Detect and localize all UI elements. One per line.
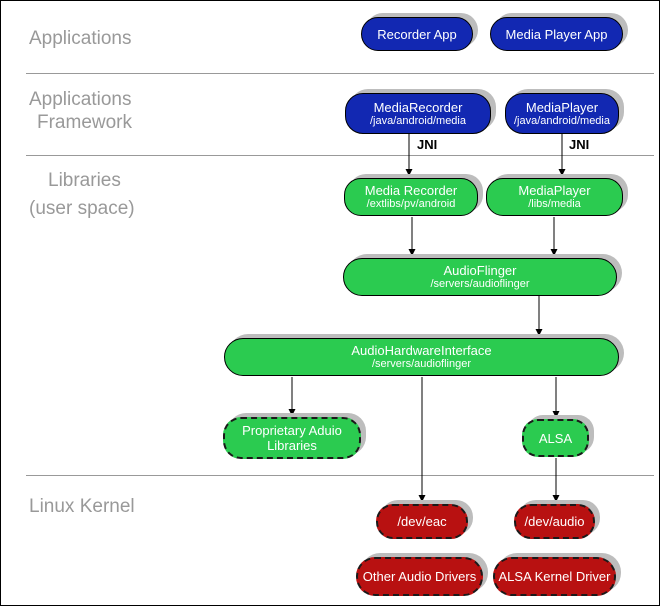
section-label-linux-kernel: Linux Kernel — [29, 496, 135, 517]
node-recorder-app: Recorder App — [361, 17, 473, 51]
node-title: MediaRecorder — [373, 99, 463, 115]
node-title: Proprietary Aduio Libraries — [242, 423, 342, 453]
node-other-audio-drivers: Other Audio Drivers — [356, 557, 483, 596]
node-title: MediaPlayer — [518, 183, 591, 198]
node-subtitle: /libs/media — [528, 198, 581, 210]
node-title: ALSA Kernel Driver — [498, 569, 611, 584]
section-label-framework-line1: Applications — [29, 89, 132, 110]
node-title: /dev/eac — [397, 514, 447, 529]
node-subtitle: /servers/audioflinger — [371, 358, 472, 370]
node-title: /dev/audio — [524, 514, 585, 529]
section-label-framework-line2: Framework — [37, 112, 133, 133]
divider-libraries-kernel — [26, 475, 654, 476]
node-subtitle: /java/android/media — [369, 114, 466, 127]
node-subtitle: /java/android/media — [513, 114, 610, 127]
node-title: AudioHardwareInterface — [351, 343, 492, 358]
node-media-recorder-lib: Media Recorder /extlibs/pv/android — [344, 178, 478, 216]
node-proprietary-audio-libraries: Proprietary Aduio Libraries — [223, 417, 361, 459]
node-mediaplayer-lib: MediaPlayer /libs/media — [486, 178, 623, 216]
node-alsa: ALSA — [522, 419, 589, 457]
node-mediarecorder-framework: MediaRecorder /java/android/media — [345, 93, 491, 134]
divider-applications-framework — [26, 73, 654, 74]
node-dev-eac: /dev/eac — [376, 504, 468, 539]
jni-label-left: JNI — [417, 137, 438, 152]
section-label-applications: Applications — [29, 28, 132, 49]
node-audioflinger: AudioFlinger /servers/audioflinger — [343, 258, 617, 296]
node-title: Recorder App — [377, 26, 457, 42]
node-subtitle: /servers/audioflinger — [430, 278, 530, 290]
node-title: ALSA — [538, 430, 573, 446]
divider-framework-libraries — [26, 155, 654, 156]
node-alsa-kernel-driver: ALSA Kernel Driver — [493, 557, 616, 596]
node-subtitle: /extlibs/pv/android — [366, 198, 456, 210]
node-title: MediaPlayer — [525, 99, 599, 115]
node-media-player-app: Media Player App — [490, 17, 623, 51]
section-label-libraries-line2: (user space) — [29, 198, 135, 219]
node-dev-audio: /dev/audio — [514, 504, 595, 539]
jni-label-right: JNI — [569, 137, 590, 152]
node-audiohardwareinterface: AudioHardwareInterface /servers/audiofli… — [224, 338, 619, 376]
node-title: AudioFlinger — [443, 263, 517, 278]
node-title: Media Player App — [505, 26, 608, 42]
section-label-libraries-line1: Libraries — [48, 170, 121, 191]
node-mediaplayer-framework: MediaPlayer /java/android/media — [505, 93, 619, 134]
node-title: Media Recorder — [364, 183, 458, 198]
node-title: Other Audio Drivers — [362, 569, 477, 584]
